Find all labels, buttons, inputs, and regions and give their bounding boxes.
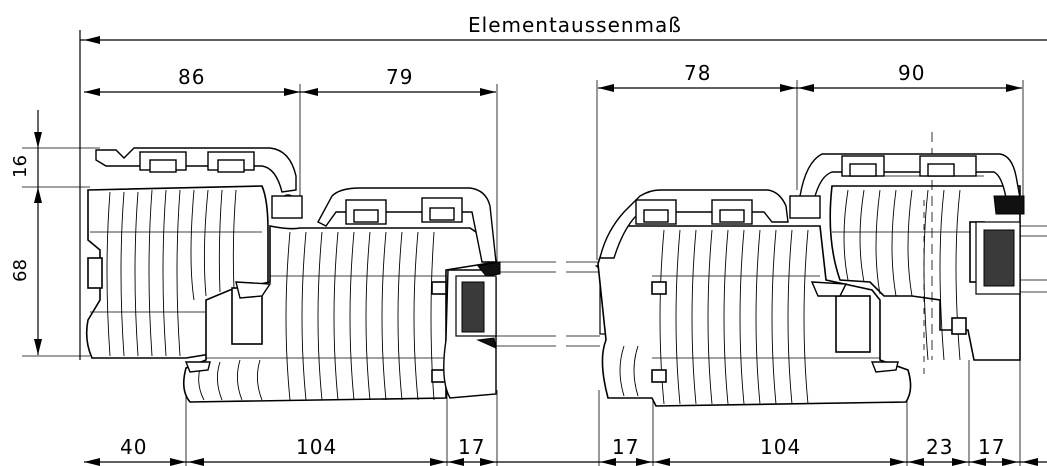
dim-bottom-1: 40 [120,435,147,459]
dim-bottom-6: 23 [926,435,953,459]
dimension-texts: Elementaussenmaß 86 79 78 90 16 68 40 10… [10,13,1005,459]
dim-bottom-5: 104 [760,435,801,459]
dim-top-right-2: 90 [898,61,925,85]
dim-top-left-1: 86 [178,65,205,89]
dim-top-right-1: 78 [684,61,711,85]
dim-bottom-2: 104 [296,435,337,459]
dim-top-left-2: 79 [386,65,413,89]
left-frame-section [85,147,556,403]
dim-vertical-top: 16 [10,155,31,178]
right-frame-section [566,132,1047,407]
title-overall-dimension: Elementaussenmaß [468,13,682,37]
dim-vertical-main: 68 [10,259,31,282]
dim-bottom-4: 17 [612,435,639,459]
dim-bottom-3: 17 [458,435,485,459]
dim-bottom-7: 17 [978,435,1005,459]
dimension-lines [22,30,1047,466]
